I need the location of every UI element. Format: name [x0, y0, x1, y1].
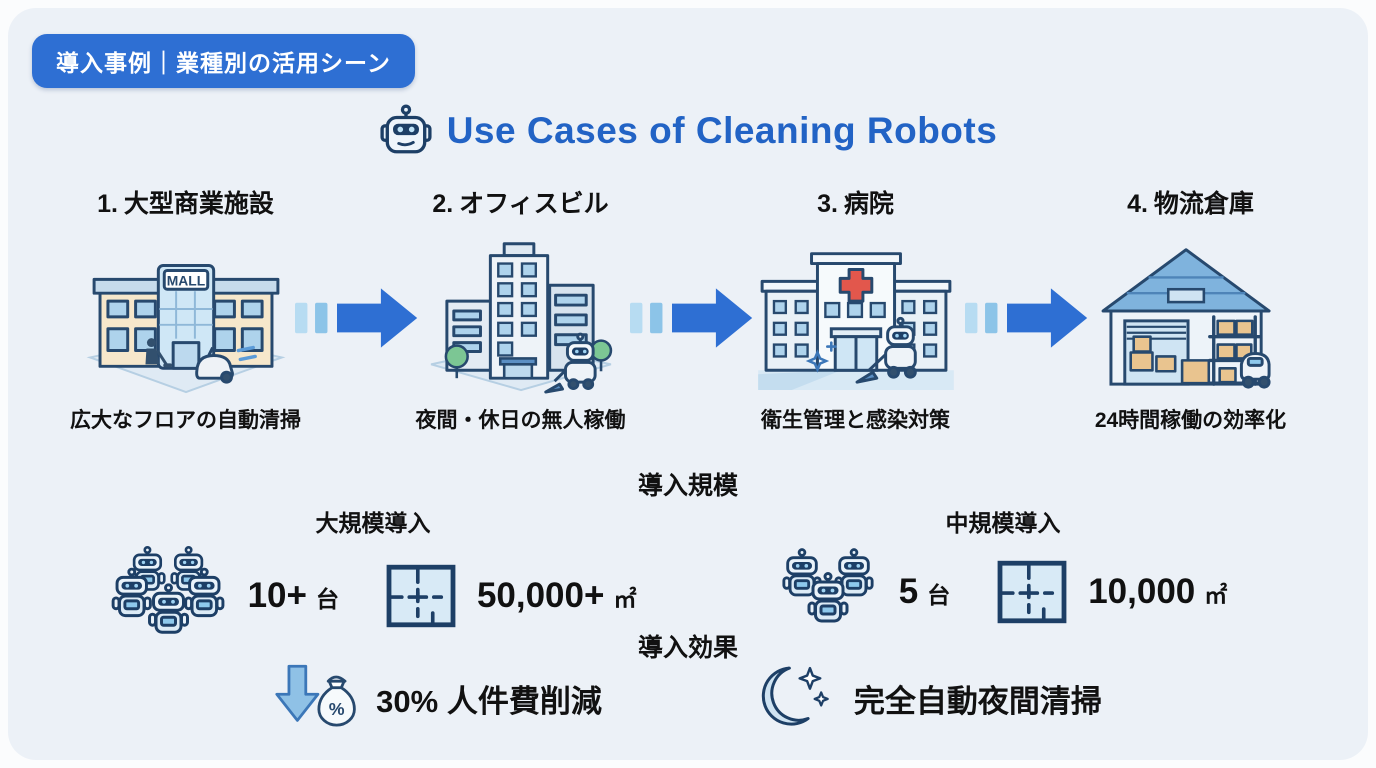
- cost-reduction-icon: %: [274, 658, 360, 738]
- effect-text: 完全自動夜間清掃: [853, 683, 1102, 719]
- use-case-hospital: 3.病院: [688, 184, 1023, 434]
- use-case-caption: 衛生管理と感染対策: [761, 409, 950, 432]
- cleaning-machine-figure: [194, 346, 234, 384]
- use-case-header: 2.オフィスビル: [432, 190, 609, 218]
- use-case-mall: 1.大型商業施設: [18, 184, 353, 434]
- use-case-header: 3.病院: [817, 190, 894, 218]
- robot-head-icon: [380, 104, 432, 154]
- use-cases-row: 1.大型商業施設: [18, 184, 1358, 434]
- page-title: Use Cases of Cleaning Robots: [8, 104, 1368, 158]
- group-label: 大規模導入: [315, 510, 431, 536]
- use-case-header: 4.物流倉庫: [1127, 190, 1254, 218]
- area-stat: 50,000+㎡: [476, 576, 637, 615]
- effect-text: 30% 人件費削減: [376, 683, 602, 719]
- use-case-caption: 広大なフロアの自動清掃: [70, 409, 301, 432]
- use-case-header: 1.大型商業施設: [97, 190, 274, 218]
- night-cleaning-moon-icon: [752, 658, 838, 738]
- flow-arrow-icon: [965, 284, 1091, 352]
- hospital-illustration: [750, 226, 962, 394]
- office-building-illustration: [415, 226, 627, 394]
- page-title-text: Use Cases of Cleaning Robots: [446, 110, 998, 151]
- use-case-caption: 24時間稼働の効率化: [1094, 409, 1287, 432]
- section-badge-label: 導入事例｜業種別の活用シーン: [56, 50, 391, 76]
- robot-group-icon: [782, 548, 874, 623]
- scale-stats-row: 大規模導入 10+台: [58, 504, 1318, 646]
- group-label: 中規模導入: [945, 510, 1061, 536]
- scale-section-heading: 導入規模: [637, 472, 738, 500]
- effects-row: % 30% 人件費削減 完全自動夜間清掃: [8, 658, 1368, 738]
- red-cross-icon: [838, 268, 873, 303]
- cleaning-person-figure: [144, 338, 172, 368]
- effect-section-heading: 導入効果: [637, 634, 738, 662]
- flow-arrow-icon: [295, 284, 421, 352]
- cleaning-robot-figure: [543, 332, 597, 394]
- robot-count-stat: 10+台: [247, 576, 339, 615]
- cleaning-robot-figure: [855, 316, 917, 384]
- mall-illustration: MALL: [80, 226, 292, 394]
- floorplan-icon: [386, 564, 456, 628]
- svg-text:%: %: [329, 699, 345, 719]
- slide-panel: 導入事例｜業種別の活用シーン Use Cases of Cleaning Rob…: [8, 8, 1368, 760]
- night-cleaning-item: 完全自動夜間清掃: [752, 658, 1102, 738]
- use-case-office: 2.オフィスビル: [353, 184, 688, 434]
- use-case-caption: 夜間・休日の無人稼働: [415, 409, 626, 432]
- large-scale-group: 大規模導入 10+台: [58, 504, 688, 646]
- section-badge: 導入事例｜業種別の活用シーン: [32, 34, 415, 88]
- cleaning-robot-figure: [1239, 352, 1271, 389]
- warehouse-illustration: [1085, 226, 1297, 394]
- cost-reduction-item: % 30% 人件費削減: [274, 658, 602, 738]
- floorplan-icon: [997, 560, 1067, 624]
- flow-arrow-icon: [630, 284, 756, 352]
- mall-sign-text: MALL: [166, 272, 205, 288]
- use-case-warehouse: 4.物流倉庫: [1023, 184, 1358, 434]
- sparkle-icon: [805, 341, 837, 373]
